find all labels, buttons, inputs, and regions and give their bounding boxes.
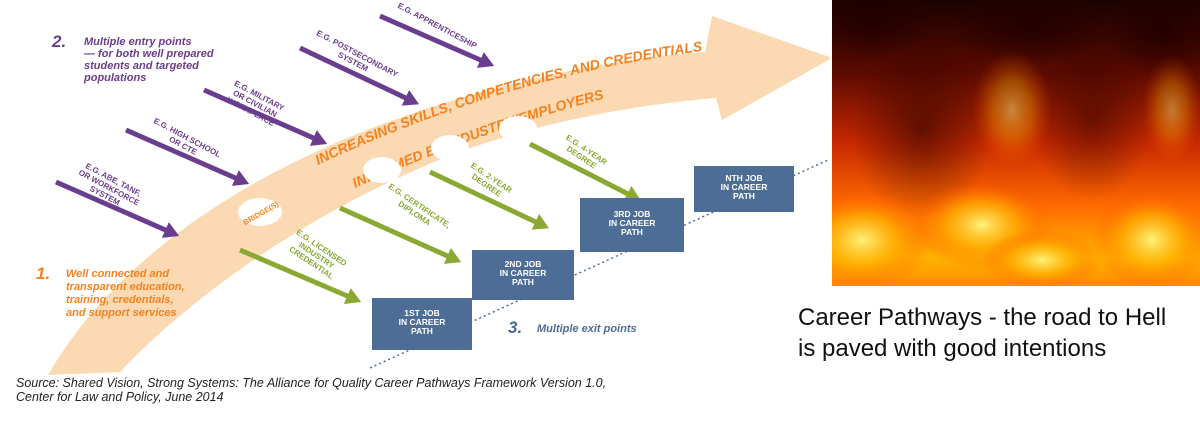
job-box-text: PATH [621, 227, 643, 237]
point3-label: 3. Multiple exit points [508, 318, 637, 337]
entry-arrow-shaft [202, 87, 320, 143]
point3-text: Multiple exit points [537, 323, 637, 335]
point1-number: 1. [36, 264, 50, 283]
point2-line: — for both well prepared [83, 48, 214, 60]
job-box-text: PATH [733, 191, 755, 201]
entry-arrow-shaft [54, 179, 172, 235]
point1-line: and support services [66, 307, 177, 319]
bridge-circle [499, 116, 537, 142]
bridge-circle [431, 135, 469, 161]
entry-arrow: E.G. APPRENTICESHIP [378, 1, 495, 68]
entry-arrow-shaft [298, 45, 412, 103]
job-box-rect [372, 298, 472, 350]
entry-arrow: E.G. ABE, TANF,OR WORKFORCESYSTEM [54, 161, 180, 238]
point1-line: training, credentials, [66, 294, 174, 306]
pathway-arrow [48, 16, 830, 375]
exit-arrow-head [623, 186, 641, 202]
entry-arrow-head [161, 222, 180, 238]
job-box-rect [580, 198, 684, 252]
job-box-text: PATH [411, 326, 433, 336]
point2-line: populations [83, 72, 146, 84]
job-box-text: NTH JOB [725, 173, 762, 183]
exit-arrow-shaft [338, 205, 454, 261]
job-box-text: 3RD JOB [614, 209, 651, 219]
job-box-text: IN CAREER [500, 268, 547, 278]
exit-arrow-head [531, 214, 550, 230]
exit-arrow-label: E.G. 2-YEARDEGREE [464, 161, 514, 203]
job-box-text: IN CAREER [609, 218, 656, 228]
entry-arrow-shaft [378, 13, 487, 65]
source-line: Center for Law and Policy, June 2014 [16, 390, 224, 404]
entry-arrow: E.G. MILITARYOR CIVILIANWORKPLACE [202, 79, 328, 146]
exit-arrow-label: E.G. 4-YEARDEGREE [559, 133, 609, 175]
exit-arrow-shaft [528, 141, 634, 199]
caption-line: Career Pathways - the road to Hell [798, 304, 1167, 331]
entry-arrow: E.G. HIGH SCHOOLOR CTE [124, 116, 250, 186]
point2-line: students and targeted [84, 60, 199, 72]
job-box-text: IN CAREER [399, 317, 446, 327]
job-box-rect [694, 166, 794, 212]
entry-arrow-shaft [124, 127, 242, 183]
exit-arrow-shaft [428, 169, 542, 227]
point1-label: 1. Well connected and transparent educat… [36, 264, 185, 319]
source-line: Source: Shared Vision, Strong Systems: T… [16, 376, 607, 390]
entry-arrow-head [401, 90, 420, 106]
caption-line: is paved with good intentions [798, 335, 1107, 362]
exit-arrow-head [443, 248, 462, 264]
point3-number: 3. [508, 318, 522, 337]
point2-number: 2. [51, 32, 66, 51]
job-box-rect [472, 250, 574, 300]
entry-arrow-head [231, 170, 250, 186]
bridge-circle [238, 198, 282, 226]
fire-picture [832, 0, 1200, 286]
job-box-text: PATH [512, 277, 534, 287]
career-pathways-diagram: INCREASING SKILLS, COMPETENCIES, AND CRE… [36, 1, 830, 375]
exit-arrow-shaft [239, 247, 353, 301]
point1-line: transparent education, [66, 281, 185, 293]
fire-image [832, 0, 1200, 286]
exit-arrow: E.G. 4-YEARDEGREE [528, 133, 641, 202]
job-box-text: 1ST JOB [404, 308, 439, 318]
entry-arrow-head [309, 130, 328, 146]
stair-dotted-line [369, 159, 829, 369]
source-citation: Source: Shared Vision, Strong Systems: T… [16, 376, 836, 404]
point2-label: 2. Multiple entry points — for both well… [51, 32, 214, 84]
entry-arrow: E.G. POSTSECONDARYSYSTEM [298, 28, 420, 106]
point2-line: Multiple entry points [84, 36, 192, 48]
exit-arrow-head [343, 288, 362, 304]
caption: Career Pathways - the road to Hell is pa… [798, 302, 1198, 364]
job-box-text: 2ND JOB [505, 259, 542, 269]
entry-arrow-label-line: E.G. POSTSECONDARY [315, 28, 400, 79]
point1-line: Well connected and [66, 268, 169, 280]
job-box-text: IN CAREER [721, 182, 768, 192]
entry-arrow-head [476, 52, 495, 68]
bridge-circle [363, 157, 401, 183]
